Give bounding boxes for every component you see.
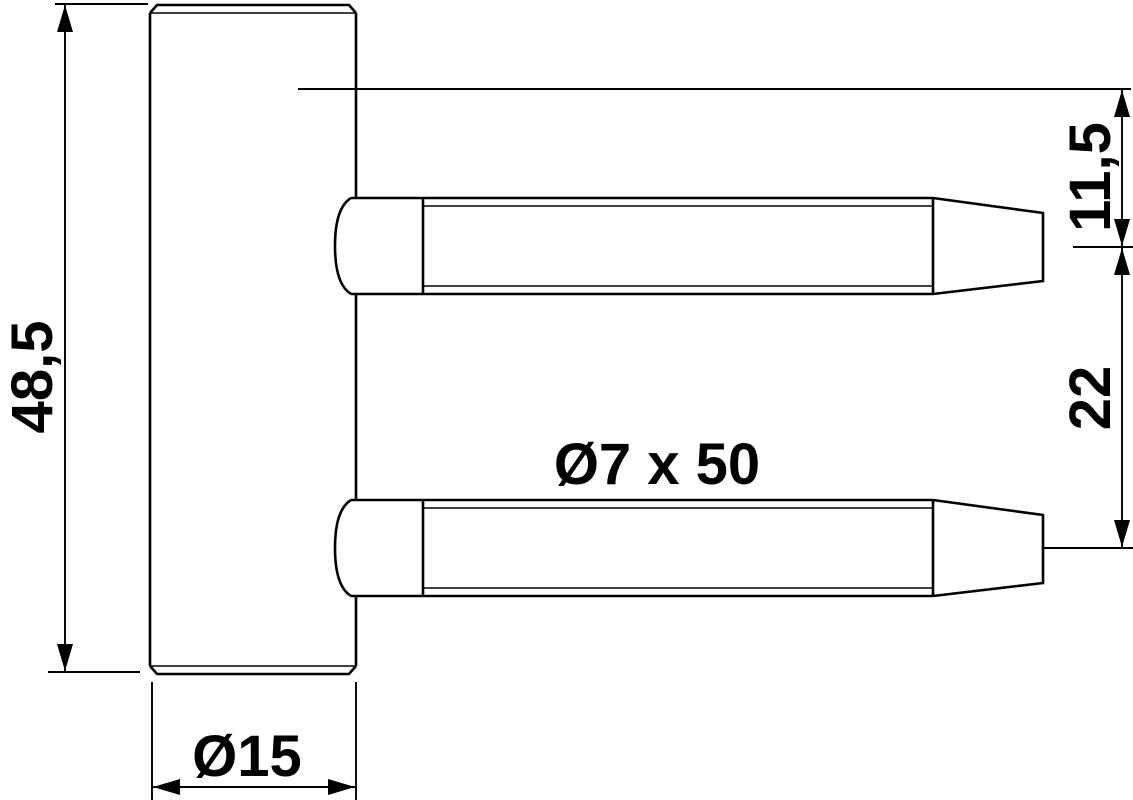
offset-arrow-up-mid (1114, 248, 1130, 275)
top-pin-offset-label: 11,5 (1058, 122, 1123, 232)
top-pin (333, 196, 1045, 296)
barrel-top-silhouette (149, 3, 357, 14)
bottom-pin-outer-edges (351, 498, 933, 598)
top-pin-dome-head (333, 196, 352, 296)
diameter-arrow-right (328, 779, 355, 795)
hinge-barrel (148, 3, 358, 676)
height-arrow-up (57, 5, 73, 32)
diameter-arrow-left (153, 779, 180, 795)
overall-height-label: 48,5 (0, 321, 65, 434)
barrel-diameter-label: Ø15 (192, 724, 302, 789)
pin-spacing-label: 22 (1058, 366, 1123, 431)
offset-arrow-up-top (1114, 90, 1130, 117)
height-arrow-down (57, 644, 73, 671)
top-pin-taper-tip (932, 196, 1045, 296)
offset-arrow-down-mid (1114, 219, 1130, 246)
top-pin-inner-edges (423, 205, 933, 287)
barrel-bottom-silhouette (149, 665, 357, 676)
dimension-overall-height: 48,5 (0, 3, 148, 673)
dimension-barrel-diameter: Ø15 (151, 682, 357, 800)
bottom-pin (333, 498, 1045, 598)
top-pin-outer-edges (351, 196, 933, 296)
dimension-pin-offsets: 11,5 22 (298, 88, 1133, 549)
bottom-pin-inner-edges (423, 507, 933, 589)
pin-size-label: Ø7 x 50 (554, 432, 760, 497)
bottom-pin-dome-head (333, 498, 352, 598)
offset-arrow-down-bottom (1114, 520, 1130, 547)
bottom-pin-taper-tip (932, 498, 1045, 598)
